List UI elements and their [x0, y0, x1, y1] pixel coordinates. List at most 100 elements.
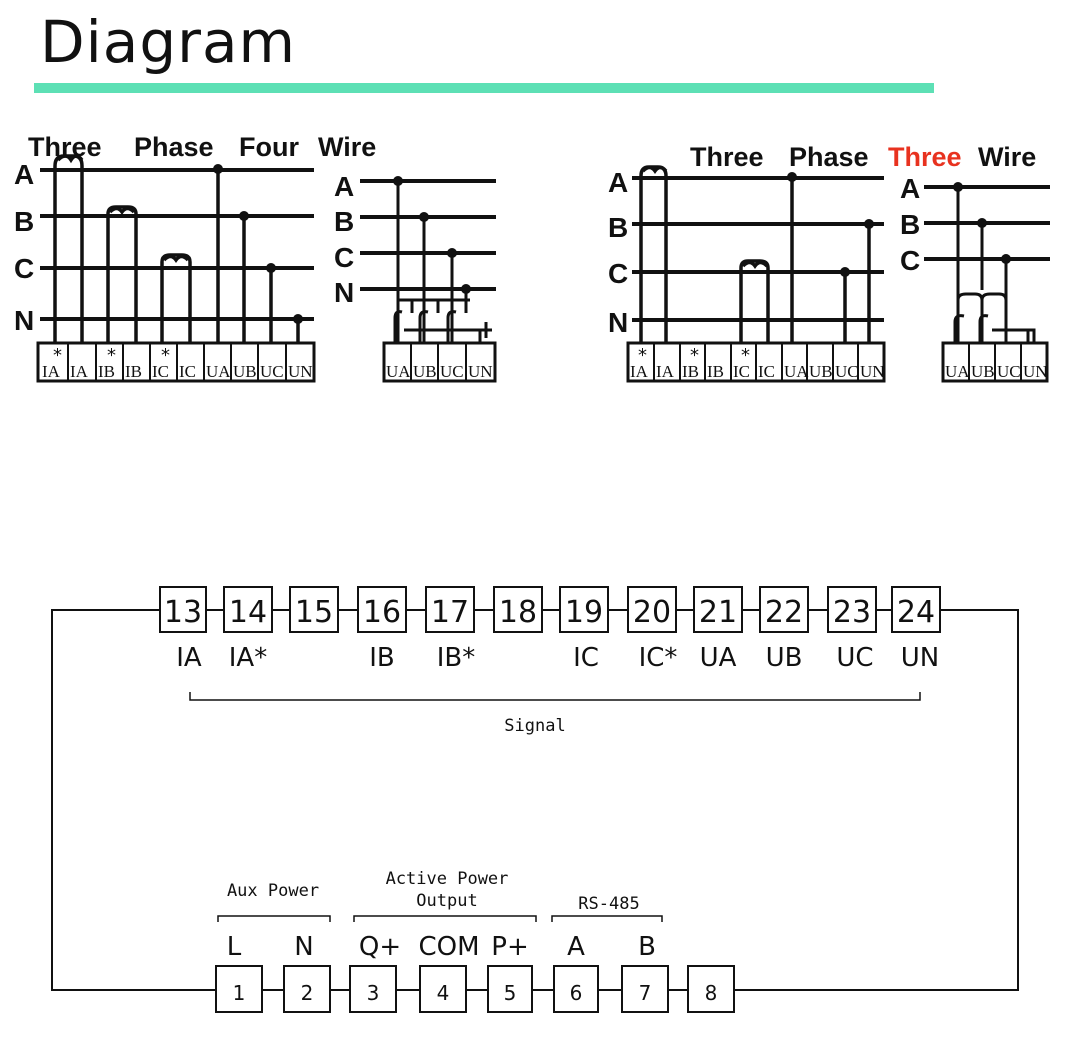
terminal-label: IA	[630, 362, 649, 381]
terminal-label: IC	[758, 362, 775, 381]
terminal-label: UN	[468, 362, 493, 381]
diagram-title-word: Four	[239, 132, 299, 162]
pt-terminal-strip	[382, 341, 497, 383]
svg-text:*: *	[53, 345, 62, 366]
terminal-label: IB	[707, 362, 724, 381]
group-label-rs485: RS-485	[578, 894, 639, 914]
terminal-dividers	[410, 343, 467, 381]
terminal-23: 23	[827, 586, 877, 633]
polarity-marks: ***	[638, 345, 750, 366]
terminal-number: 13	[164, 595, 202, 630]
terminal-signal-label: UC	[836, 643, 873, 673]
junction-dots	[787, 172, 874, 277]
terminal-2: 2	[283, 965, 331, 1013]
terminal-function-label: N	[294, 932, 313, 962]
terminal-label: UB	[413, 362, 437, 381]
terminal-function-label: B	[638, 932, 656, 962]
terminal-24: 24	[891, 586, 941, 633]
terminal-number: 16	[363, 595, 401, 630]
terminal-number: 20	[633, 595, 671, 630]
phase-line-label: B	[334, 206, 354, 237]
terminal-label: UC	[835, 362, 859, 381]
phase-line-label: N	[334, 277, 354, 308]
terminal-label: IB	[125, 362, 142, 381]
phase-line-label: A	[334, 171, 354, 202]
terminal-number: 17	[431, 595, 469, 630]
terminal-label: UB	[971, 362, 995, 381]
svg-text:*: *	[161, 345, 170, 366]
terminal-label: UC	[260, 362, 284, 381]
terminal-signal-label: IB*	[437, 643, 476, 673]
svg-text:*: *	[638, 345, 647, 366]
terminal-label: UB	[809, 362, 833, 381]
terminal-number: 22	[765, 595, 803, 630]
pt-phase-lines	[360, 179, 496, 291]
terminal-3: 3	[349, 965, 397, 1013]
terminal-label: UC	[997, 362, 1021, 381]
title-underline	[34, 83, 934, 93]
polarity-marks: * * *	[53, 345, 170, 366]
aux-power-bracket	[217, 915, 331, 922]
terminal-label: UN	[860, 362, 885, 381]
terminal-signal-label: IA*	[229, 643, 267, 673]
terminal-number: 18	[499, 595, 537, 630]
terminal-label: IC	[733, 362, 750, 381]
pt-wiring	[393, 181, 492, 343]
terminal-dividers	[968, 343, 1022, 381]
current-transformer-loops	[53, 154, 192, 343]
terminal-label: UA	[206, 362, 231, 381]
terminal-18: 18	[493, 586, 543, 633]
terminal-block-diagram: 13 14 15 16 17 18 19 20 21 22 23 24 IA I…	[51, 586, 1019, 1013]
terminal-22: 22	[759, 586, 809, 633]
phase-line-label: C	[608, 258, 628, 289]
svg-text:*: *	[741, 345, 750, 366]
terminal-label: UB	[233, 362, 257, 381]
voltage-taps	[790, 176, 871, 343]
terminal-label: UN	[288, 362, 313, 381]
terminal-number: 7	[639, 981, 652, 1005]
terminal-label: UA	[784, 362, 809, 381]
rs485-bracket	[551, 915, 663, 922]
junction-dots	[393, 176, 471, 294]
terminal-number: 2	[301, 981, 314, 1005]
terminal-7: 7	[621, 965, 669, 1013]
diagram-title-word: Three	[690, 142, 764, 172]
outer-frame-line	[51, 609, 1019, 991]
group-label-active-power: Active Power	[386, 869, 509, 889]
phase-line-label: C	[14, 253, 34, 284]
terminal-signal-label: UN	[901, 643, 939, 673]
terminal-signal-label: UA	[700, 643, 737, 673]
terminal-label: UA	[945, 362, 970, 381]
terminal-label: IC	[179, 362, 196, 381]
signal-label: Signal	[504, 716, 565, 736]
terminal-number: 4	[437, 981, 450, 1005]
terminal-number: 24	[897, 595, 935, 630]
phase-line-label: A	[900, 173, 920, 204]
page-title: Diagram	[40, 8, 297, 76]
junction-dots	[213, 164, 303, 324]
terminal-16: 16	[357, 586, 407, 633]
junction-dots	[953, 182, 1011, 264]
terminal-number: 1	[233, 981, 246, 1005]
terminal-4: 4	[419, 965, 467, 1013]
terminal-21: 21	[693, 586, 743, 633]
terminal-15: 15	[289, 586, 339, 633]
phase-line-label: B	[900, 209, 920, 240]
terminal-number: 5	[504, 981, 517, 1005]
group-label-aux-power: Aux Power	[227, 881, 319, 901]
terminal-number: 6	[570, 981, 583, 1005]
terminal-label: UN	[1023, 362, 1048, 381]
terminal-14: 14	[223, 586, 273, 633]
terminal-dividers	[67, 343, 287, 381]
svg-text:*: *	[107, 345, 116, 366]
terminal-label: IA	[42, 362, 61, 381]
diagram-title-word: Wire	[978, 142, 1036, 172]
phase-line-label: B	[608, 212, 628, 243]
terminal-5: 5	[487, 965, 533, 1013]
terminal-signal-label: IB	[369, 643, 395, 673]
terminal-function-label: A	[567, 932, 585, 962]
pt-wiring	[953, 187, 1036, 343]
diagram-title-word: Phase	[134, 132, 214, 162]
phase-line-label: A	[14, 159, 34, 190]
phase-line-label: A	[608, 167, 628, 198]
